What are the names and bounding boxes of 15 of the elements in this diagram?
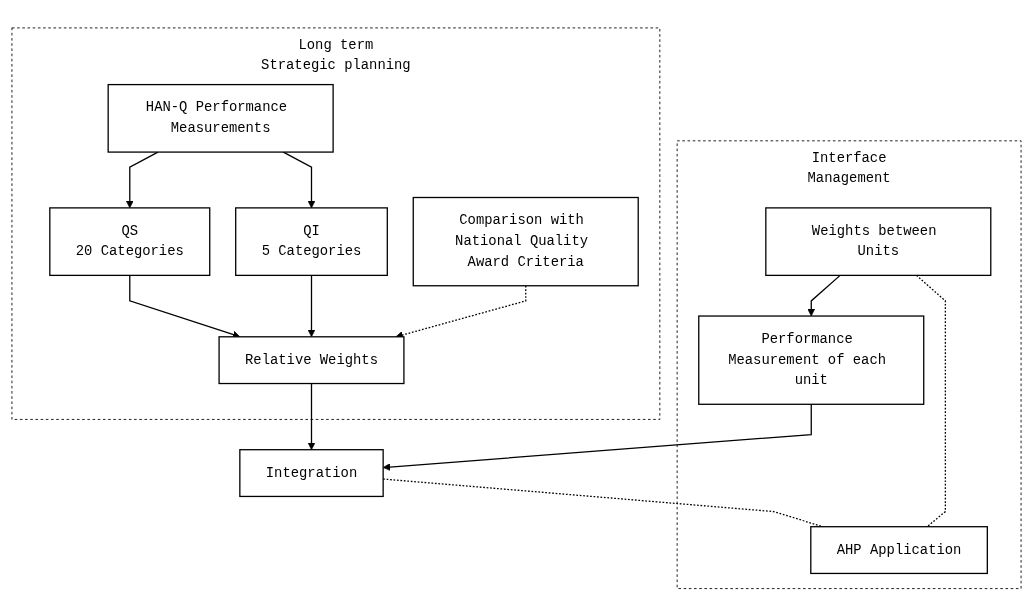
arrow	[807, 274, 841, 317]
node-box: Integration	[239, 448, 384, 497]
arrow	[307, 382, 316, 450]
connector	[915, 274, 946, 528]
arrow	[282, 151, 316, 208]
node-box: QS 20 Categories	[49, 207, 211, 276]
node-box: AHP Application	[810, 525, 988, 574]
arrow	[126, 151, 159, 208]
node-box: HAN-Q Performance Measurements	[107, 83, 334, 153]
node-box: Comparison with National Quality Award Criteria	[412, 196, 639, 287]
node-box: Performance Measurement of each unit	[698, 315, 925, 405]
node-box: Relative Weights	[218, 335, 405, 384]
node-box: Weights between Units	[765, 207, 992, 276]
node-box: QI 5 Categories	[235, 207, 388, 276]
arrow	[307, 274, 316, 337]
